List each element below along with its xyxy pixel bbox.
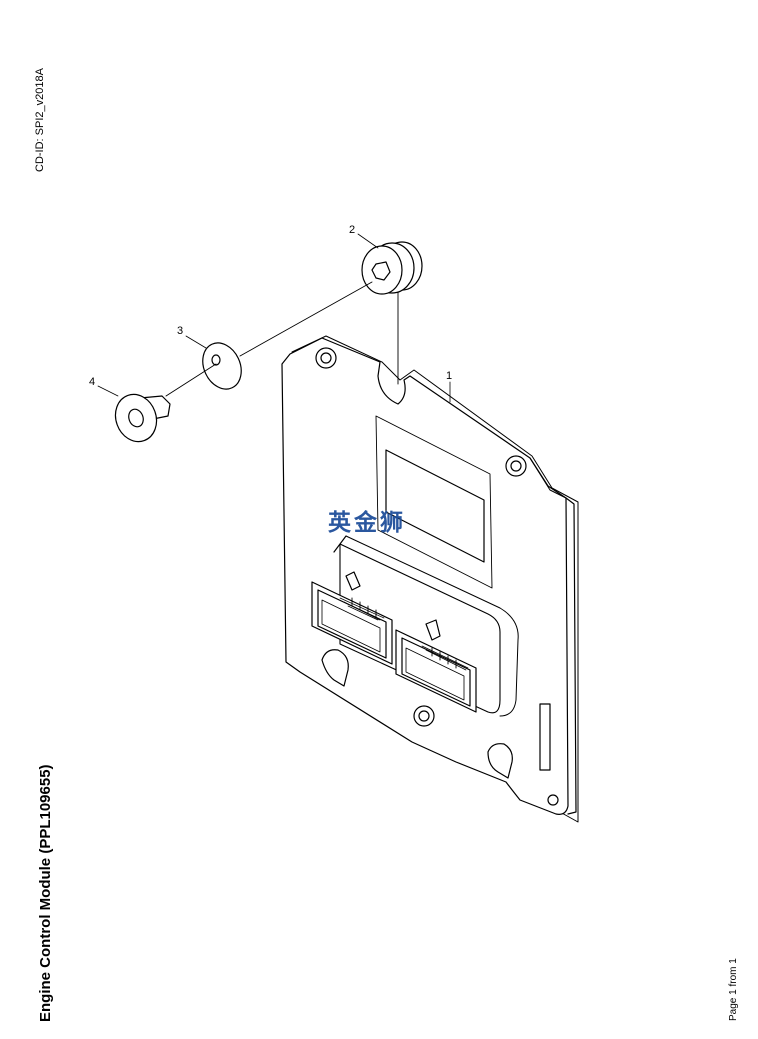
connector-a (311, 571, 393, 665)
grommet (361, 241, 423, 295)
connector-b (395, 619, 477, 713)
assembly-lines (165, 281, 399, 397)
leader-lines (97, 233, 451, 403)
watermark: 英金狮 (328, 510, 406, 536)
mounting-slot (487, 743, 513, 779)
side-slot (539, 703, 551, 771)
screw (114, 393, 171, 443)
callout-4: 4 (89, 376, 95, 388)
mounting-hole (315, 347, 337, 369)
callout-1: 1 (446, 370, 452, 382)
callout-2: 2 (349, 224, 355, 236)
mounting-hole (413, 705, 435, 727)
hex-socket (371, 261, 391, 281)
mounting-slot (321, 649, 349, 687)
washer (202, 342, 242, 390)
ecm-plate (281, 335, 579, 823)
mounting-hole (505, 455, 527, 477)
callout-3: 3 (177, 325, 183, 337)
